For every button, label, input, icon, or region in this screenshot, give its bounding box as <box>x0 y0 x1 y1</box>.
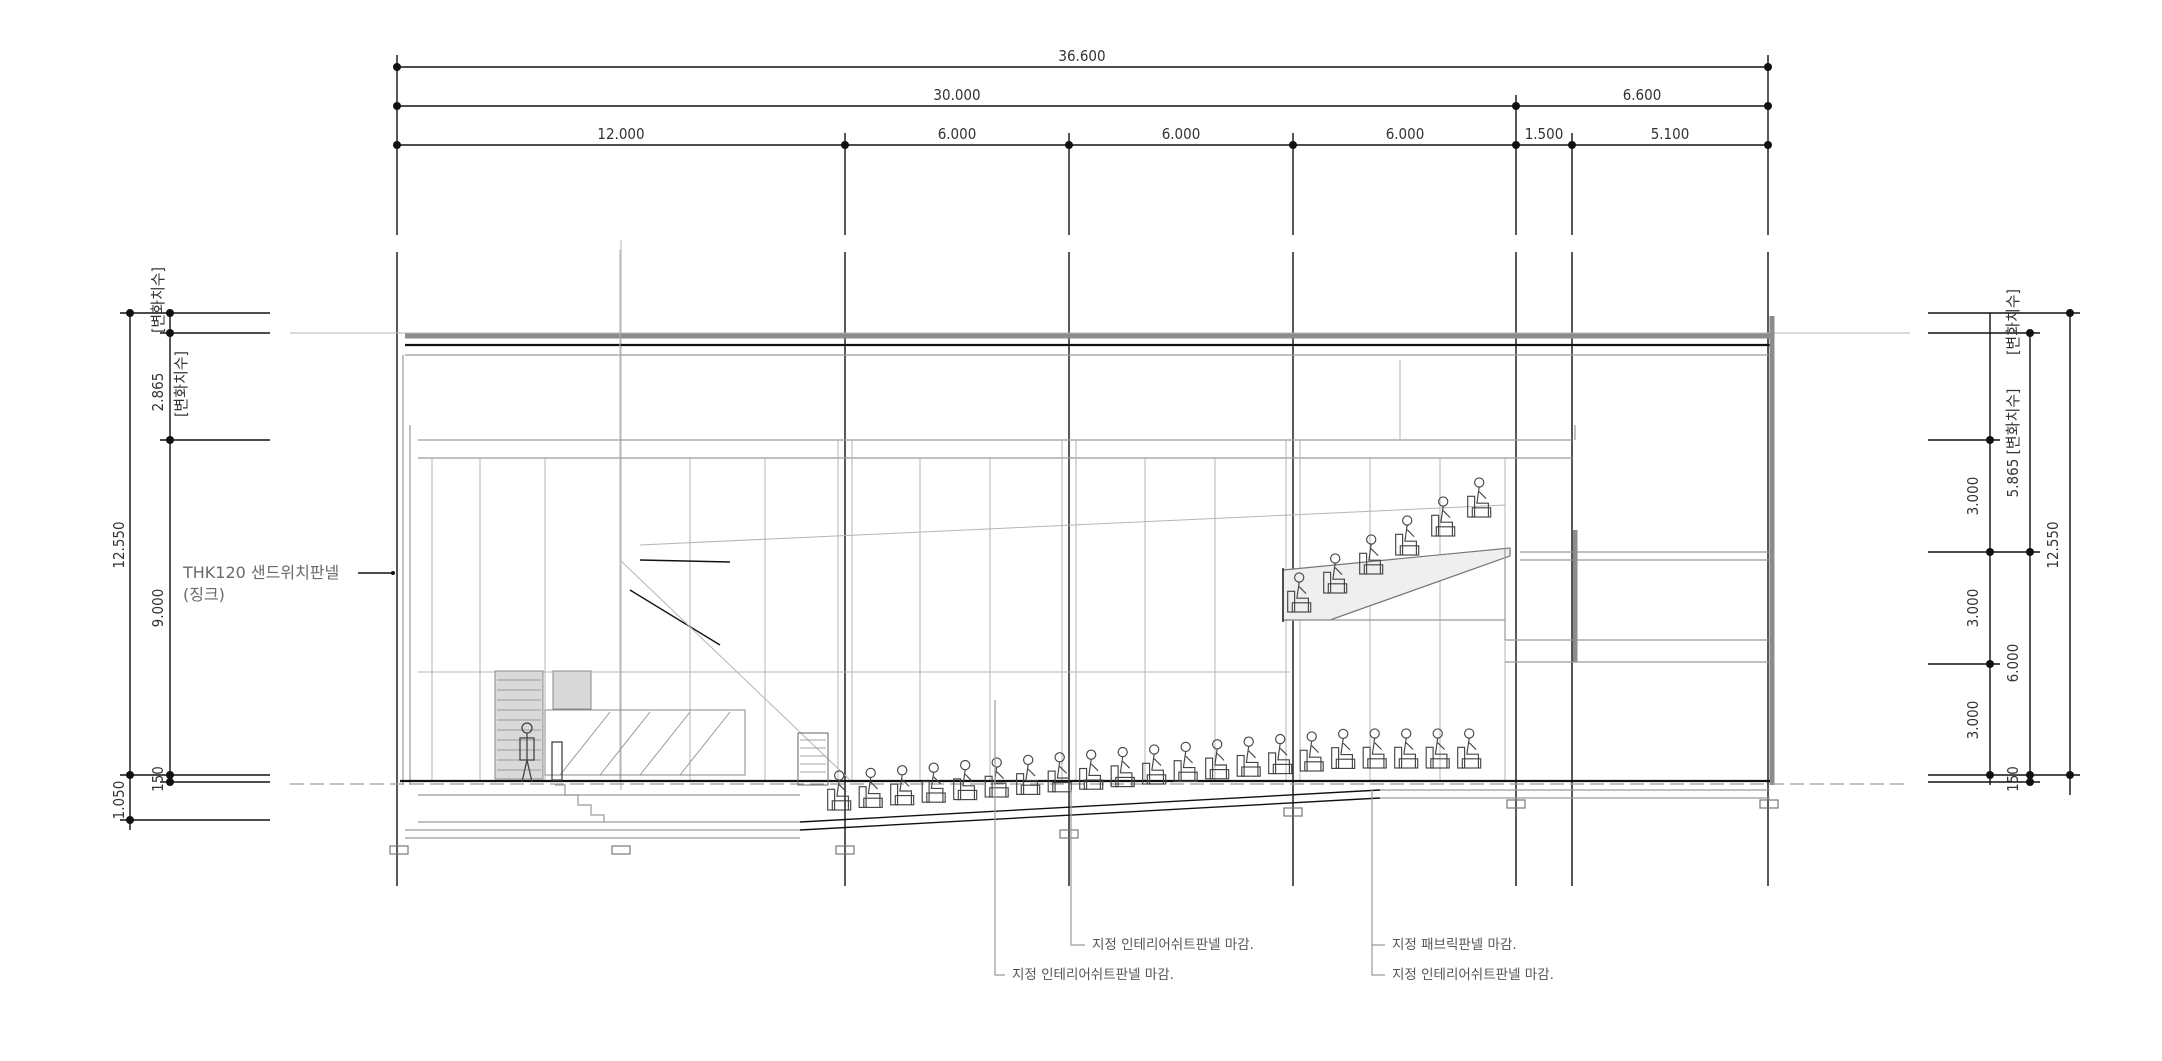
seated-person-icon <box>953 759 978 801</box>
wall-panel-label-material: (징크) <box>183 585 225 604</box>
seated-person-icon <box>890 765 915 806</box>
right-dim-3000-b: 3.000 <box>1964 589 1982 628</box>
dim-overall-width: 36.600 <box>1058 47 1105 65</box>
right-dim-overall: 12.550 <box>2044 521 2062 568</box>
right-dim-6000: 6.000 <box>2004 644 2022 683</box>
seated-person-icon <box>1359 534 1384 575</box>
left-dim-note-top2: [변화치수] <box>172 351 190 417</box>
note-fabric-panel: 지정 패브릭판넬 마감. <box>1392 937 1517 953</box>
seated-person-icon <box>1362 728 1387 769</box>
top-dimension-chain: 36.600 30.000 6.600 12.000 6.000 6.000 6… <box>393 47 1772 235</box>
note-interior-sheet-panel-1: 지정 인테리어쉬트판넬 마감. <box>1092 937 1254 953</box>
annotations: THK120 샌드위치판넬 (징크) 지정 인테리어쉬트판넬 마감. 지정 인테… <box>182 563 1554 983</box>
note-interior-sheet-panel-3: 지정 인테리어쉬트판넬 마감. <box>1392 967 1554 983</box>
seated-person-icon <box>1431 496 1456 537</box>
right-dim-3000-c: 3.000 <box>1964 701 1982 740</box>
seated-person-icon <box>1331 728 1356 769</box>
seated-person-icon <box>921 762 946 803</box>
right-dimension-chain: 12.550 [변화치수] 5.865 [변화치수] 6.000 3.000 3… <box>1928 289 2080 795</box>
seated-person-icon <box>1268 733 1293 775</box>
audience-seats-balcony <box>1287 477 1492 613</box>
dim-5100: 5.100 <box>1651 125 1690 143</box>
seated-person-icon <box>1394 728 1419 769</box>
left-dim-9000: 9.000 <box>149 589 167 628</box>
seated-person-icon <box>1467 477 1492 518</box>
seated-person-icon <box>1016 754 1041 795</box>
seated-person-icon <box>984 757 1009 798</box>
right-dim-note-top: [변화치수] <box>2004 289 2022 355</box>
seated-person-icon <box>1047 752 1072 793</box>
seated-person-icon <box>827 770 852 811</box>
left-dim-2865: 2.865 <box>149 373 167 412</box>
seated-person-icon <box>1205 739 1230 780</box>
seated-person-icon <box>1287 572 1312 613</box>
seated-person-icon <box>1236 736 1261 777</box>
dim-6000-c: 6.000 <box>1386 125 1425 143</box>
building-section <box>290 250 1910 855</box>
seated-person-icon <box>1395 515 1420 556</box>
audience-seats-main <box>827 728 1482 811</box>
seated-person-icon <box>1173 741 1198 782</box>
seated-person-icon <box>1079 749 1104 790</box>
left-dim-150: 150 <box>149 766 167 792</box>
dim-6000-a: 6.000 <box>938 125 977 143</box>
dim-6600: 6.600 <box>1623 86 1662 104</box>
left-dim-note-top: [변화치수] <box>149 267 167 333</box>
seated-person-icon <box>1457 728 1482 769</box>
right-dim-3000-a: 3.000 <box>1964 477 1982 516</box>
wall-panel-label: THK120 샌드위치판넬 <box>182 563 339 582</box>
dim-30000: 30.000 <box>933 86 980 104</box>
left-dim-overall: 12.550 <box>110 521 128 568</box>
note-interior-sheet-panel-2: 지정 인테리어쉬트판넬 마감. <box>1012 967 1174 983</box>
right-dim-150: 150 <box>2004 766 2022 792</box>
right-dim-5865: 5.865 [변화치수] <box>2004 389 2022 498</box>
seated-person-icon <box>1323 553 1348 594</box>
left-dim-1050: 1.050 <box>110 781 128 820</box>
dim-6000-b: 6.000 <box>1162 125 1201 143</box>
seated-person-icon <box>858 767 883 808</box>
seated-person-icon <box>1425 728 1450 769</box>
seated-person-icon <box>1110 746 1135 788</box>
dim-1500: 1.500 <box>1525 125 1564 143</box>
dim-12000: 12.000 <box>597 125 644 143</box>
left-dimension-chain: 12.550 [변화치수] 2.865 [변화치수] 9.000 150 1.0… <box>110 267 270 830</box>
seated-person-icon <box>1142 744 1167 785</box>
seated-person-icon <box>1299 731 1324 772</box>
